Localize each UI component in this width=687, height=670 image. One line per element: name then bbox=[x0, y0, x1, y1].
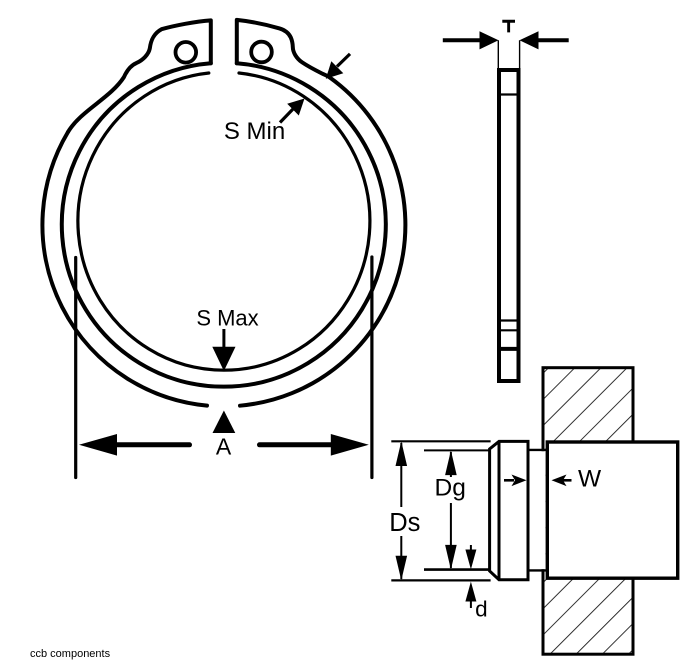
svg-text:W: W bbox=[578, 466, 602, 493]
svg-text:S Min: S Min bbox=[224, 118, 285, 145]
svg-text:Ds: Ds bbox=[389, 509, 420, 537]
svg-text:Dg: Dg bbox=[435, 475, 466, 502]
svg-text:A: A bbox=[216, 434, 232, 460]
svg-text:ccb components: ccb components bbox=[30, 648, 111, 660]
svg-text:d: d bbox=[475, 597, 488, 622]
svg-text:S Max: S Max bbox=[196, 306, 258, 331]
